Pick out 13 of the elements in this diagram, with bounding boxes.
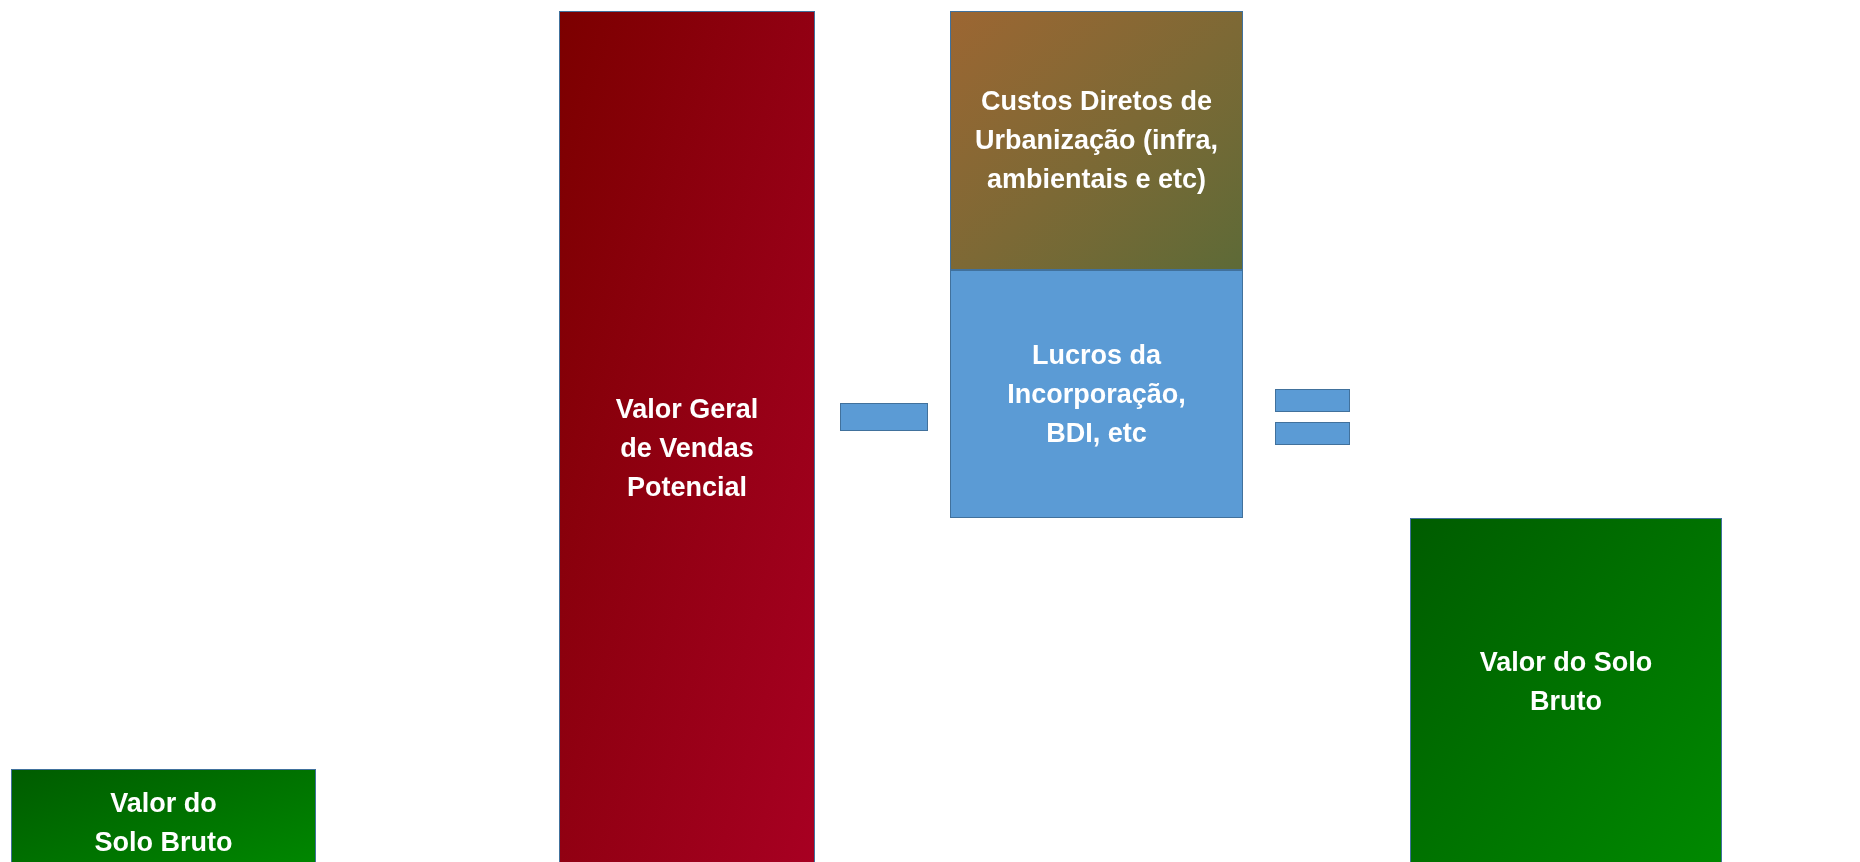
- value-block: [1410, 518, 1722, 862]
- value-block: [11, 769, 316, 862]
- block-label: Valor do Solo Bruto: [93, 787, 234, 859]
- value-block: [950, 11, 1243, 270]
- block-label: Custos Diretos de Urbanização (infra, ambientais e etc): [973, 85, 1220, 196]
- operator-bar: [1275, 422, 1350, 445]
- block-label: Valor Geral de Vendas Potencial: [614, 393, 760, 504]
- block-label: Valor do Solo Bruto: [1478, 646, 1654, 718]
- operator-bar: [840, 403, 928, 431]
- operator-bar: [1275, 389, 1350, 412]
- block-label: Lucros da Incorporação, BDI, etc: [1006, 338, 1187, 450]
- value-block: [950, 270, 1243, 518]
- value-block: [559, 11, 815, 862]
